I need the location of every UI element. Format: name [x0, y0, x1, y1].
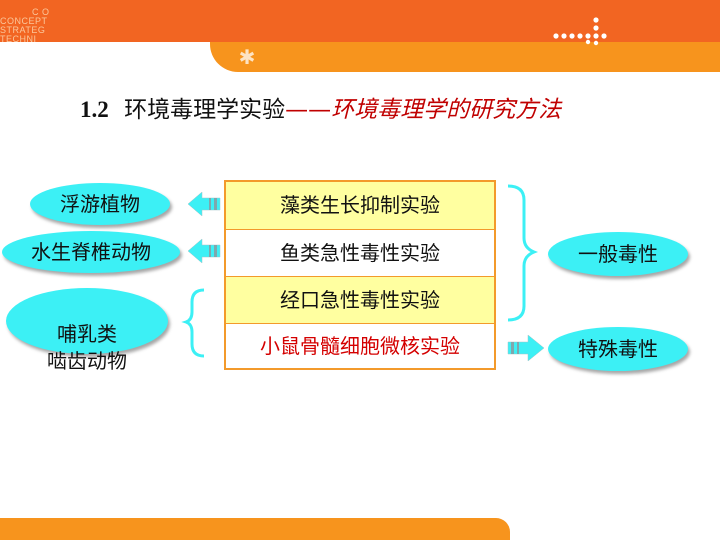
logo-line: STRATEG: [0, 25, 46, 35]
left-bracket: [181, 288, 205, 358]
toxicity-label: 一般毒性: [578, 242, 658, 266]
slide-title: 1.2 环境毒理学实验——环境毒理学的研究方法: [80, 92, 561, 128]
title-subtitle: 环境毒理学的研究方法: [331, 97, 562, 123]
logo-line: TECHNI: [0, 34, 37, 44]
experiments-table: 藻类生长抑制实验 鱼类急性毒性实验 经口急性毒性实验 小鼠骨髓细胞微核实验: [224, 180, 496, 370]
experiment-row: 经口急性毒性实验: [226, 276, 494, 323]
logo-watermark: C O CONCEPT STRATEG TECHNI: [0, 8, 60, 44]
experiment-label: 鱼类急性毒性实验: [280, 241, 440, 265]
experiment-row-highlight: 小鼠骨髓细胞微核实验: [226, 323, 494, 368]
organism-label: 浮游植物: [60, 192, 140, 216]
top-banner: [0, 0, 720, 42]
experiment-row: 鱼类急性毒性实验: [226, 229, 494, 276]
logo-line: CONCEPT: [0, 16, 48, 26]
toxicity-label: 特殊毒性: [578, 337, 658, 361]
title-dash: ——: [285, 97, 332, 123]
toxicity-special: 特殊毒性: [548, 327, 688, 371]
title-main: 环境毒理学实验: [124, 97, 286, 123]
organism-mammals-rodents: 哺乳类 啮齿动物: [6, 288, 168, 373]
toxicity-general: 一般毒性: [548, 232, 688, 276]
organism-phytoplankton: 浮游植物: [30, 183, 170, 225]
organism-aquatic-vertebrates: 水生脊椎动物: [2, 231, 180, 273]
organism-label: 水生脊椎动物: [31, 240, 151, 264]
experiment-label: 经口急性毒性实验: [280, 288, 440, 312]
bottom-banner: [0, 518, 510, 540]
organism-label: 哺乳类 啮齿动物: [47, 322, 127, 373]
right-bracket: [507, 184, 539, 322]
logo-line: C O: [32, 7, 50, 17]
dots-decoration-icon: [553, 17, 607, 46]
section-number: 1.2: [80, 97, 109, 122]
experiment-label: 小鼠骨髓细胞微核实验: [260, 334, 460, 358]
top-banner-accent: [210, 42, 720, 72]
experiment-row: 藻类生长抑制实验: [226, 182, 494, 229]
flower-icon: ✱: [238, 45, 256, 69]
experiment-label: 藻类生长抑制实验: [280, 193, 440, 217]
